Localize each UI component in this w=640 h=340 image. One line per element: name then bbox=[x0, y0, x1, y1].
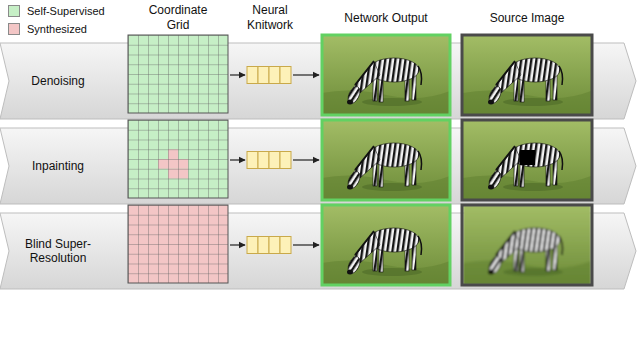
legend-text: Synthesized bbox=[27, 23, 87, 35]
band-outline bbox=[0, 128, 636, 204]
task-name: Denoising bbox=[8, 74, 108, 88]
column-header: Neural Knitwork bbox=[238, 3, 302, 33]
task-band: Inpainting bbox=[0, 128, 636, 204]
task-band: Denoising bbox=[0, 43, 636, 119]
band-outline bbox=[0, 43, 636, 119]
band-shape bbox=[0, 128, 636, 204]
column-header: Coordinate Grid bbox=[141, 3, 215, 33]
task-name: Blind Super-Resolution bbox=[8, 237, 108, 266]
legend-swatch bbox=[8, 23, 20, 35]
column-header: Network Output bbox=[311, 11, 461, 26]
band-outline bbox=[0, 213, 636, 289]
column-header: Source Image bbox=[457, 11, 597, 26]
task-name: Inpainting bbox=[8, 159, 108, 173]
task-band: Blind Super-Resolution bbox=[0, 213, 636, 289]
legend-entry: Synthesized bbox=[8, 23, 87, 35]
legend-text: Self-Supervised bbox=[27, 5, 105, 17]
legend-swatch bbox=[8, 5, 20, 17]
band-shape bbox=[0, 43, 636, 119]
band-shape bbox=[0, 213, 636, 289]
legend-entry: Self-Supervised bbox=[8, 5, 105, 17]
